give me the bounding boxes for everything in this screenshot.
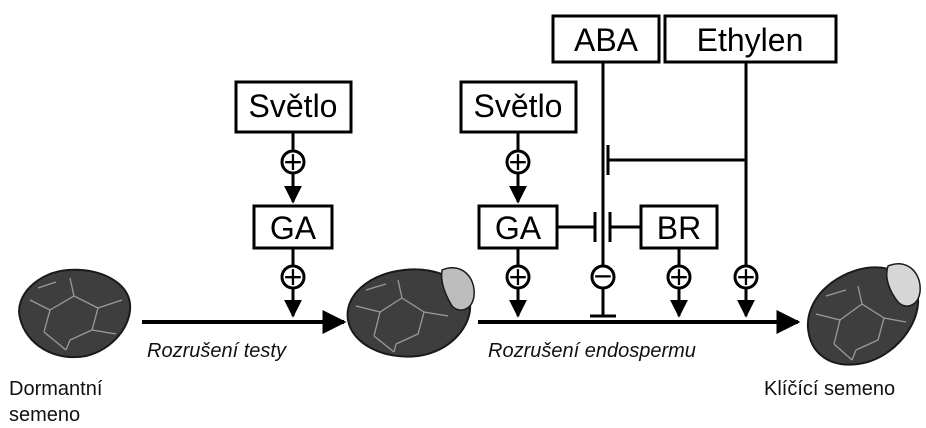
svg-text:+: + xyxy=(737,259,756,295)
ga-box-1 xyxy=(252,204,334,250)
br-label: BR xyxy=(657,210,701,246)
svg-text:+: + xyxy=(509,259,528,295)
germinating-seed-caption: Klíčící semeno xyxy=(764,378,895,400)
testa-ruptured-seed-image xyxy=(346,267,475,358)
dormant-seed-caption-line2: semeno xyxy=(9,404,80,426)
ga-label-2: GA xyxy=(495,210,542,246)
ga-label-1: GA xyxy=(270,210,317,246)
svg-text:−: − xyxy=(594,258,613,294)
light-box-2 xyxy=(459,80,578,134)
dormant-seed-image xyxy=(18,268,132,359)
svg-text:+: + xyxy=(284,144,303,180)
svg-text:+: + xyxy=(284,259,303,295)
ethylene-label: Ethylen xyxy=(697,22,804,58)
germinating-seed-image xyxy=(806,263,921,366)
svg-text:+: + xyxy=(670,259,689,295)
aba-label: ABA xyxy=(574,22,639,58)
endosperm-rupture-caption: Rozrušení endospermu xyxy=(488,340,696,362)
svg-text:+: + xyxy=(509,144,528,180)
ethylene-box xyxy=(663,14,838,64)
light-label-2: Světlo xyxy=(474,88,563,124)
light-label-1: Světlo xyxy=(249,88,338,124)
aba-box xyxy=(551,14,661,64)
testa-rupture-caption: Rozrušení testy xyxy=(147,340,287,362)
light-box-1 xyxy=(234,80,353,134)
dormant-seed-caption-line1: Dormantní xyxy=(9,378,103,400)
